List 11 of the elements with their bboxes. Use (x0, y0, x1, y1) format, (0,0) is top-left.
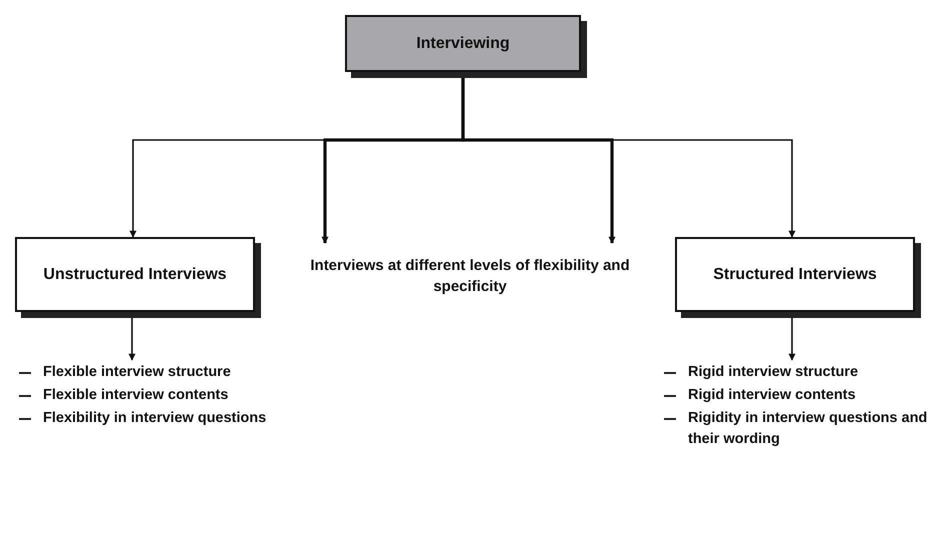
list-item: Flexibility in interview questions (43, 409, 266, 428)
list-item: Rigidity in interview questions and their wording (688, 409, 928, 450)
description-text: Interviews at different levels of flexibility and specificity (310, 243, 630, 293)
box-label: Unstructured Interviews (43, 264, 227, 285)
list-item: Rigid interview contents (688, 386, 856, 406)
box-label: Structured Interviews (713, 264, 877, 285)
list-item: Flexible interview contents (43, 386, 228, 406)
list-item: Flexible interview structure (43, 363, 231, 382)
arrow (128, 318, 136, 361)
list-item: Rigid interview structure (688, 363, 858, 382)
box-label: Interviewing (416, 34, 510, 54)
